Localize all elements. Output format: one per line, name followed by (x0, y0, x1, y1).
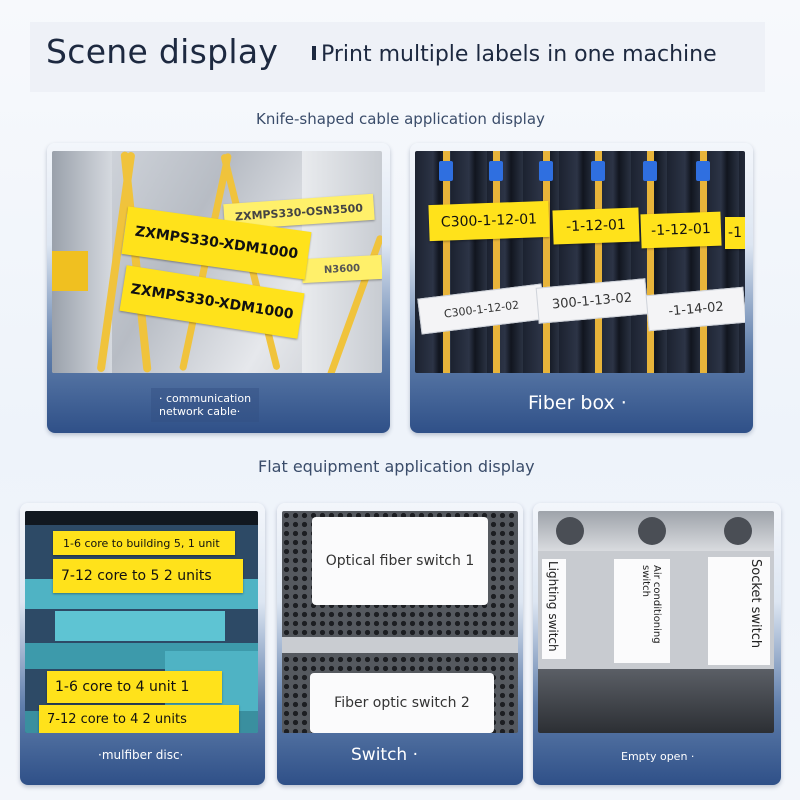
fiber-label-white: C300-1-12-02 (417, 283, 546, 335)
fiber-cable (700, 151, 707, 373)
breaker-bottom (538, 669, 774, 733)
header-band (30, 22, 765, 92)
warning-sticker (52, 251, 88, 291)
screw-icon (638, 517, 666, 545)
bullet-icon (312, 46, 316, 60)
fiber-label: -1 (725, 217, 745, 249)
tray-bar (55, 611, 225, 641)
photo-switch: Optical fiber switch 1 Fiber optic switc… (282, 511, 518, 733)
photo-breaker: Lighting switch Air conditioning switch … (538, 511, 774, 733)
fiber-label-white: -1-14-02 (645, 286, 745, 332)
fiber-cable (443, 151, 450, 373)
fiber-label-white: 300-1-13-02 (535, 278, 649, 324)
card-label-comm-line1: · communication (159, 392, 252, 405)
fiber-label: C300-1-12-01 (428, 200, 550, 242)
switch-label: Fiber optic switch 2 (310, 673, 494, 733)
breaker-label: Air conditioning switch (640, 565, 662, 644)
breaker-label: Lighting switch (546, 561, 560, 652)
card-label-empty: Empty open · (621, 750, 695, 763)
card-empty-open: Lighting switch Air conditioning switch … (533, 503, 781, 785)
fiber-label: -1-12-01 (552, 207, 640, 245)
photo-communication-cable: ZXMPS330-OSN3500 N3600 ZXMPS330-XDM1000 … (52, 151, 382, 373)
card-mulfiber-disc: 1-6 core to building 5, 1 unit 7-12 core… (20, 503, 265, 785)
photo-mulfiber-disc: 1-6 core to building 5, 1 unit 7-12 core… (25, 511, 258, 733)
breaker-label-bg (542, 559, 566, 659)
tray-edge (25, 511, 258, 525)
connector-icon (591, 161, 605, 181)
disc-label: 7-12 core to 4 2 units (39, 705, 239, 733)
section-caption-knife: Knife-shaped cable application display (256, 110, 545, 128)
switch-label: Optical fiber switch 1 (312, 517, 488, 605)
card-label-comm-line2: network cable· (159, 405, 241, 418)
breaker-label-bg (614, 559, 670, 663)
card-label-switch: Switch · (351, 745, 419, 765)
page-subtitle-text: Print multiple labels in one machine (321, 42, 717, 67)
card-fiber-box: C300-1-12-01 -1-12-01 -1-12-01 -1 C300-1… (410, 143, 753, 433)
connector-icon (696, 161, 710, 181)
card-communication-cable: ZXMPS330-OSN3500 N3600 ZXMPS330-XDM1000 … (47, 143, 390, 433)
breaker-label: Socket switch (748, 559, 763, 649)
fiber-cable (543, 151, 550, 373)
connector-icon (643, 161, 657, 181)
disc-label: 1-6 core to building 5, 1 unit (53, 531, 235, 555)
card-label-mulfiber: ·mulfiber disc· (98, 748, 184, 762)
cable-label: ZXMPS330-XDM1000 (119, 265, 305, 339)
fiber-label: -1-12-01 (640, 211, 722, 249)
fiber-cable (595, 151, 602, 373)
section-caption-flat: Flat equipment application display (258, 457, 535, 476)
page-subtitle: Print multiple labels in one machine (312, 42, 717, 67)
connector-icon (489, 161, 503, 181)
page-title: Scene display (46, 32, 279, 71)
switch-divider (282, 637, 518, 653)
screw-icon (724, 517, 752, 545)
disc-label: 1-6 core to 4 unit 1 (47, 671, 222, 703)
disc-label: 7-12 core to 5 2 units (53, 559, 243, 593)
fiber-cable (493, 151, 500, 373)
photo-fiber-box: C300-1-12-01 -1-12-01 -1-12-01 -1 C300-1… (415, 151, 745, 373)
breaker-label-bg (708, 557, 770, 665)
card-label-comm: · communication network cable· (151, 388, 260, 422)
screw-icon (556, 517, 584, 545)
fiber-cable (120, 151, 152, 373)
card-switch: Optical fiber switch 1 Fiber optic switc… (277, 503, 523, 785)
fiber-cable (647, 151, 654, 373)
connector-icon (539, 161, 553, 181)
card-label-fiber: Fiber box · (528, 392, 627, 414)
cable-label: N3600 (301, 254, 382, 284)
connector-icon (439, 161, 453, 181)
